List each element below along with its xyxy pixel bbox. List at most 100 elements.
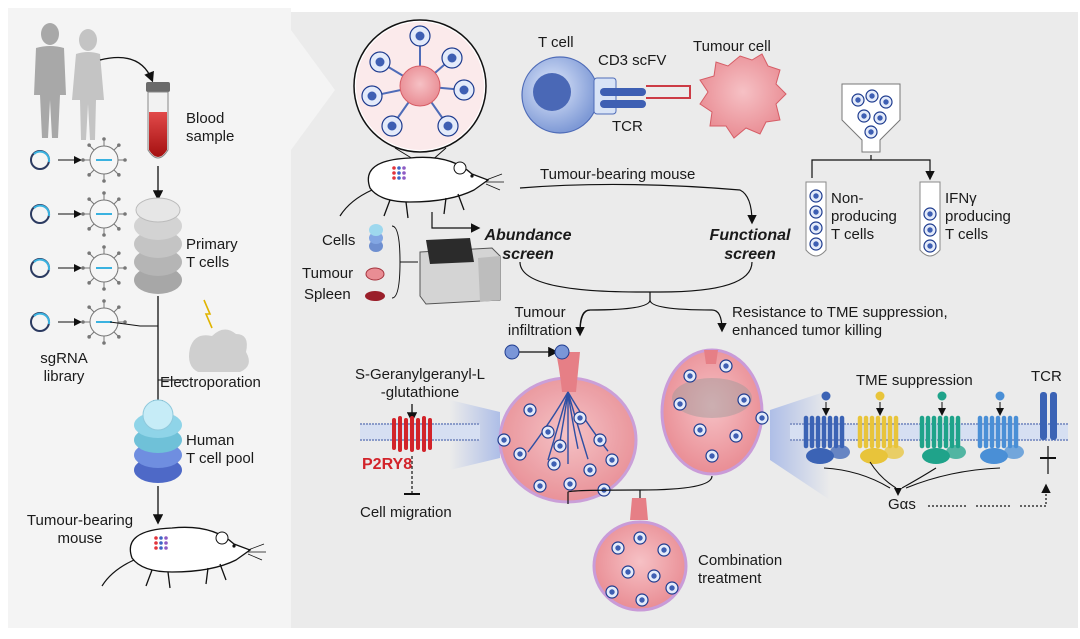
tme-t-cell bbox=[673, 397, 687, 411]
combination-t-cells bbox=[605, 531, 679, 607]
tcr-right-label: TCR bbox=[1031, 368, 1062, 385]
tme-t-cell bbox=[683, 369, 697, 383]
ligand-label: S-Geranylgeranyl-L -glutathione bbox=[354, 366, 486, 401]
combination-t-cell bbox=[657, 543, 671, 557]
migrating-cell-a bbox=[504, 344, 520, 360]
gpcr-receptors bbox=[803, 391, 1024, 464]
right-glow bbox=[770, 390, 830, 500]
funnel-t-cell bbox=[864, 125, 878, 139]
tme-t-cells bbox=[673, 359, 769, 463]
electroporation-label: Electroporation bbox=[160, 374, 261, 391]
combination-t-cell bbox=[611, 541, 625, 555]
electroporation-cuvette-icon bbox=[189, 299, 249, 372]
split-marker-left bbox=[575, 309, 591, 337]
zoom-t-cell bbox=[381, 115, 403, 137]
infiltrating-t-cell bbox=[547, 457, 561, 471]
primary-t-cells-label: Primary T cells bbox=[186, 236, 238, 271]
tme-t-cell bbox=[729, 429, 743, 443]
tme-t-cell bbox=[693, 423, 707, 437]
sgrna-library-label: sgRNA library bbox=[40, 350, 88, 385]
infiltrating-t-cell bbox=[513, 447, 527, 461]
tumour-label: Tumour bbox=[302, 265, 354, 282]
tme-suppression-label: TME suppression bbox=[856, 372, 973, 389]
non-producing-t-cell bbox=[809, 205, 823, 219]
tumour-bearing-mouse-top-label: Tumour-bearing mouse bbox=[540, 166, 696, 183]
mouse-to-abundance-line bbox=[431, 212, 481, 233]
library-merge-line bbox=[109, 321, 158, 327]
tube-t-cells bbox=[809, 189, 937, 253]
tumour-cell-label: Tumour cell bbox=[693, 38, 771, 55]
gpcr-receptor-icon bbox=[977, 391, 1024, 464]
tcr-top-label: TCR bbox=[612, 118, 643, 135]
combination-t-cell bbox=[621, 565, 635, 579]
arrow-to-blood bbox=[99, 56, 154, 83]
combination-t-cell bbox=[633, 531, 647, 545]
blood-tube-icon bbox=[146, 82, 170, 159]
ifng-producing-t-cell bbox=[923, 239, 937, 253]
converge-functional bbox=[650, 261, 753, 293]
tube-non-producing-icon bbox=[805, 181, 827, 257]
funnel-split bbox=[811, 155, 930, 178]
p2ry8-receptor-icon bbox=[392, 416, 432, 452]
infiltrating-t-cell bbox=[593, 433, 607, 447]
sorter-bracket bbox=[391, 225, 418, 299]
infiltrating-t-cell bbox=[523, 403, 537, 417]
mouse-to-screens-line bbox=[519, 183, 757, 225]
cells-label: Cells bbox=[322, 232, 356, 249]
non-producing-t-cell bbox=[809, 189, 823, 203]
human-t-cell-pool-stack-icon bbox=[134, 399, 182, 483]
infiltrating-t-cell bbox=[583, 463, 597, 477]
infiltrating-t-cell bbox=[573, 411, 587, 425]
infiltrating-t-cell bbox=[553, 439, 567, 453]
tme-t-cell bbox=[737, 393, 751, 407]
zoom-t-cell bbox=[437, 115, 459, 137]
right-panel-bg bbox=[291, 12, 1078, 628]
infiltrating-t-cell bbox=[497, 433, 511, 447]
blood-sample-label: Blood sample bbox=[186, 110, 235, 145]
combination-treatment-label: Combination treatment bbox=[698, 552, 783, 587]
non-producing-label: Non- producing T cells bbox=[831, 190, 897, 243]
gas-label: Gαs bbox=[888, 496, 916, 513]
cd3-scfv-label: CD3 scFV bbox=[598, 52, 667, 69]
infiltrating-t-cell bbox=[533, 479, 547, 493]
primary-t-cells-stack-icon bbox=[134, 197, 182, 294]
sample-tubes-icon bbox=[365, 224, 385, 301]
infiltrating-t-cell bbox=[605, 453, 619, 467]
gpcr-receptor-icon bbox=[857, 391, 904, 464]
tme-t-cell bbox=[719, 359, 733, 373]
tumour-bearing-mouse-top-icon bbox=[339, 156, 504, 219]
tme-t-cell bbox=[755, 411, 769, 425]
ifng-producing-t-cell bbox=[923, 223, 937, 237]
tcr-receptor-icon bbox=[1040, 392, 1057, 440]
p2ry8-label: P2RY8 bbox=[362, 456, 413, 473]
gas-converge bbox=[823, 461, 1001, 489]
zoom-t-cell bbox=[409, 25, 431, 47]
funnel-t-cell bbox=[865, 89, 879, 103]
panel-chevron bbox=[291, 30, 335, 150]
tumour-microscope-circle bbox=[353, 19, 487, 153]
functional-screen-label: Functional screen bbox=[709, 227, 791, 263]
viral-particle-icon bbox=[81, 245, 127, 291]
t-cell-label: T cell bbox=[538, 34, 574, 51]
combination-tumour-icon bbox=[592, 498, 688, 612]
ifng-producing-t-cell bbox=[923, 207, 937, 221]
merge-to-combination bbox=[567, 475, 713, 504]
funnel-t-cell bbox=[857, 109, 871, 123]
infiltrating-t-cell bbox=[563, 477, 577, 491]
zoom-t-cell bbox=[441, 47, 463, 69]
viral-particle-icon bbox=[81, 299, 127, 345]
combination-t-cell bbox=[635, 593, 649, 607]
funnel-t-cells bbox=[851, 89, 893, 139]
zoom-t-cell bbox=[453, 79, 475, 101]
non-producing-t-cell bbox=[809, 237, 823, 251]
human-t-cell-pool-label: Human T cell pool bbox=[186, 432, 255, 467]
tumour-cell-icon bbox=[699, 53, 787, 139]
funnel-t-cell bbox=[851, 93, 865, 107]
resistance-label: Resistance to TME suppression, enhanced … bbox=[732, 304, 948, 339]
abundance-screen-label: Abundance screen bbox=[484, 227, 572, 263]
tumour-bearing-mouse-left-icon bbox=[101, 526, 266, 589]
tumour-infiltration-mass-icon bbox=[497, 352, 638, 504]
flow-cytometer-icon bbox=[419, 238, 501, 305]
